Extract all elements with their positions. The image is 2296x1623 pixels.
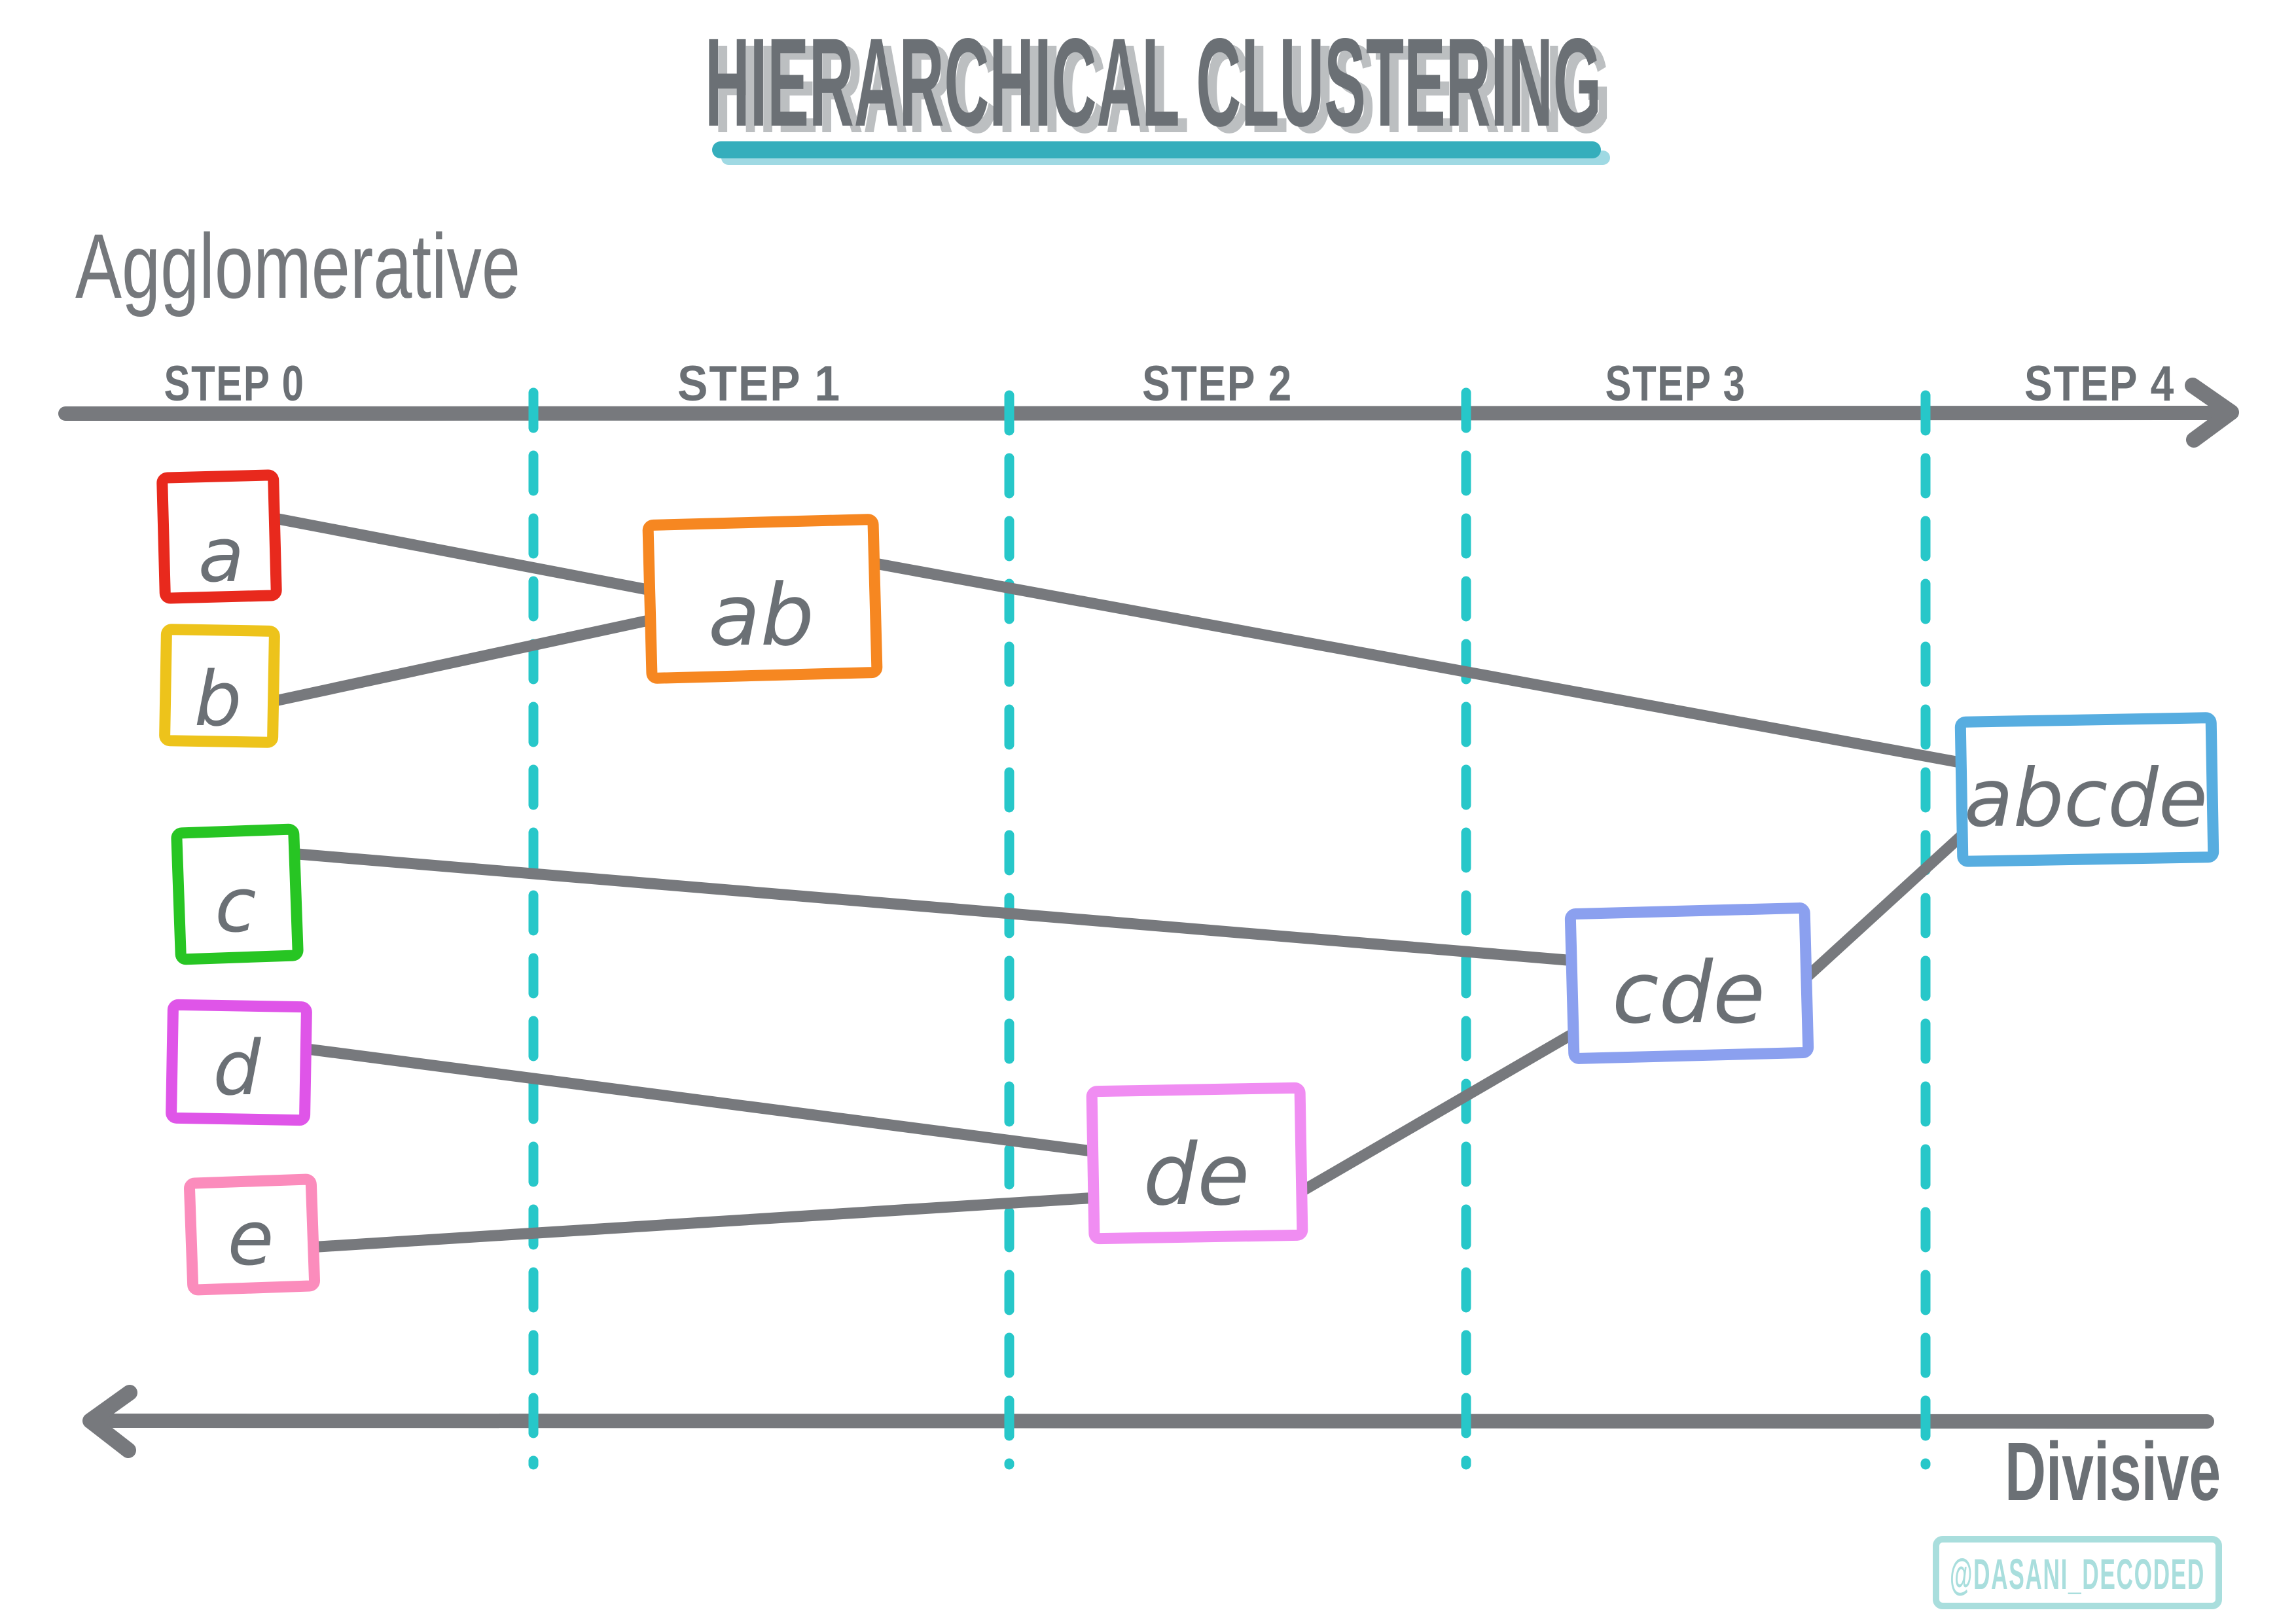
agglomerative-label: Agglomerative bbox=[75, 215, 520, 317]
node-ab-box bbox=[642, 514, 883, 684]
node-cde-box bbox=[1564, 902, 1814, 1064]
edge-de-cde bbox=[1294, 1027, 1581, 1198]
node-d-label: d bbox=[213, 1025, 262, 1113]
node-c-box bbox=[171, 823, 304, 965]
node-ab-label: ab bbox=[708, 565, 814, 665]
node-de-label: de bbox=[1143, 1125, 1250, 1224]
step-label-1: STEP 1 bbox=[677, 356, 841, 412]
divisive-axis-arrowhead-icon bbox=[82, 1385, 137, 1458]
edge-a-ab bbox=[269, 512, 660, 597]
title-underline bbox=[712, 141, 1601, 158]
edge-d-de bbox=[296, 1043, 1103, 1158]
node-a-box bbox=[156, 469, 282, 604]
page-title-shadow: HIERARCHICAL CLUSTERING bbox=[714, 18, 1611, 159]
node-e-box bbox=[184, 1173, 321, 1296]
node-b-box bbox=[159, 624, 280, 748]
node-e-label: e bbox=[228, 1195, 274, 1283]
page-title: HIERARCHICAL CLUSTERING bbox=[705, 12, 1602, 152]
node-d-box bbox=[166, 999, 312, 1126]
node-cde-label: cde bbox=[1612, 943, 1765, 1043]
step-label-2: STEP 2 bbox=[1142, 356, 1293, 412]
edge-c-cde bbox=[292, 848, 1581, 967]
edge-b-ab bbox=[272, 613, 660, 706]
watermark-box bbox=[1933, 1536, 2222, 1609]
node-abcde-box bbox=[1954, 712, 2219, 867]
watermark-text: @DASANI_DECODED bbox=[1950, 1550, 2205, 1598]
step-label-0: STEP 0 bbox=[164, 356, 305, 412]
agglomerative-axis-arrowhead-icon bbox=[2185, 378, 2239, 448]
node-b-label: b bbox=[194, 656, 242, 743]
node-abcde-label: abcde bbox=[1964, 752, 2208, 845]
edge-ab-abcde bbox=[866, 557, 1969, 769]
divisive-label: Divisive bbox=[2005, 1425, 2221, 1518]
edge-e-de bbox=[303, 1192, 1103, 1253]
node-de-box bbox=[1086, 1082, 1308, 1245]
step-label-3: STEP 3 bbox=[1605, 356, 1746, 412]
node-a-label: a bbox=[198, 512, 244, 599]
agglomerative-axis-line bbox=[58, 406, 2223, 421]
node-c-label: c bbox=[215, 862, 256, 950]
step-label-4: STEP 4 bbox=[2024, 356, 2175, 412]
edge-cde-abcde bbox=[1797, 829, 1968, 986]
